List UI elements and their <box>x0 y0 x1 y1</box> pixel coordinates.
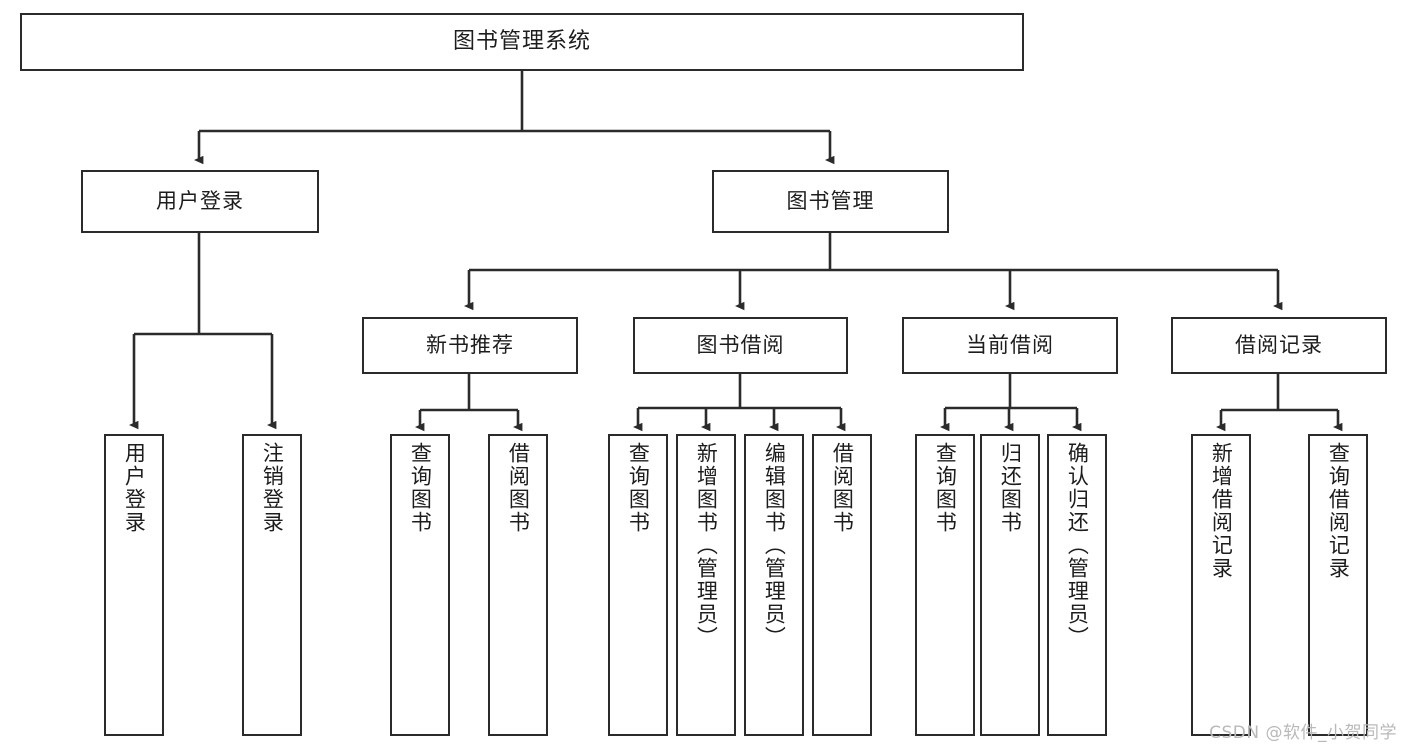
node-label: 借阅记录 <box>1235 332 1323 357</box>
node-label: 当前借阅 <box>966 332 1054 357</box>
node-borrow-record[interactable]: 借阅记录 <box>1171 317 1387 374</box>
leaf-return-book[interactable]: 归还图书 <box>980 434 1040 736</box>
node-label: 查询图书 <box>626 442 651 534</box>
leaf-query-book-3[interactable]: 查询图书 <box>915 434 975 736</box>
leaf-user-login[interactable]: 用户登录 <box>104 434 164 736</box>
node-label: 新增图书（管理员） <box>694 442 719 649</box>
node-book-borrow[interactable]: 图书借阅 <box>633 317 848 374</box>
node-book-management[interactable]: 图书管理 <box>712 170 949 233</box>
node-user-login[interactable]: 用户登录 <box>81 170 319 233</box>
node-label: 图书管理系统 <box>452 28 591 54</box>
leaf-confirm-return[interactable]: 确认归还（管理员） <box>1047 434 1107 736</box>
leaf-query-record[interactable]: 查询借阅记录 <box>1308 434 1368 736</box>
node-label: 注销登录 <box>260 442 285 534</box>
node-label: 用户登录 <box>122 442 147 534</box>
node-label: 查询借阅记录 <box>1326 442 1351 580</box>
node-label: 查询图书 <box>408 442 433 534</box>
node-current-borrow[interactable]: 当前借阅 <box>902 317 1118 374</box>
node-label: 编辑图书（管理员） <box>762 442 787 649</box>
leaf-query-book-2[interactable]: 查询图书 <box>608 434 668 736</box>
node-label: 归还图书 <box>998 442 1023 534</box>
leaf-logout-login[interactable]: 注销登录 <box>242 434 302 736</box>
node-label: 用户登录 <box>156 188 244 213</box>
leaf-borrow-book-2[interactable]: 借阅图书 <box>812 434 872 736</box>
node-label: 新增借阅记录 <box>1209 442 1234 580</box>
node-label: 查询图书 <box>933 442 958 534</box>
node-label: 图书管理 <box>786 188 875 213</box>
node-label: 新书推荐 <box>426 332 514 357</box>
node-label: 确认归还（管理员） <box>1065 442 1090 649</box>
leaf-query-book-1[interactable]: 查询图书 <box>390 434 450 736</box>
node-label: 借阅图书 <box>830 442 855 534</box>
node-root-library-system[interactable]: 图书管理系统 <box>20 13 1024 71</box>
node-new-book-recommend[interactable]: 新书推荐 <box>362 317 578 374</box>
node-label: 借阅图书 <box>506 442 531 534</box>
leaf-add-record[interactable]: 新增借阅记录 <box>1191 434 1251 736</box>
node-label: 图书借阅 <box>696 332 785 357</box>
leaf-add-book[interactable]: 新增图书（管理员） <box>676 434 736 736</box>
leaf-borrow-book-1[interactable]: 借阅图书 <box>488 434 548 736</box>
watermark-text: CSDN @软件_小贺同学 <box>1209 723 1397 743</box>
leaf-edit-book[interactable]: 编辑图书（管理员） <box>744 434 804 736</box>
